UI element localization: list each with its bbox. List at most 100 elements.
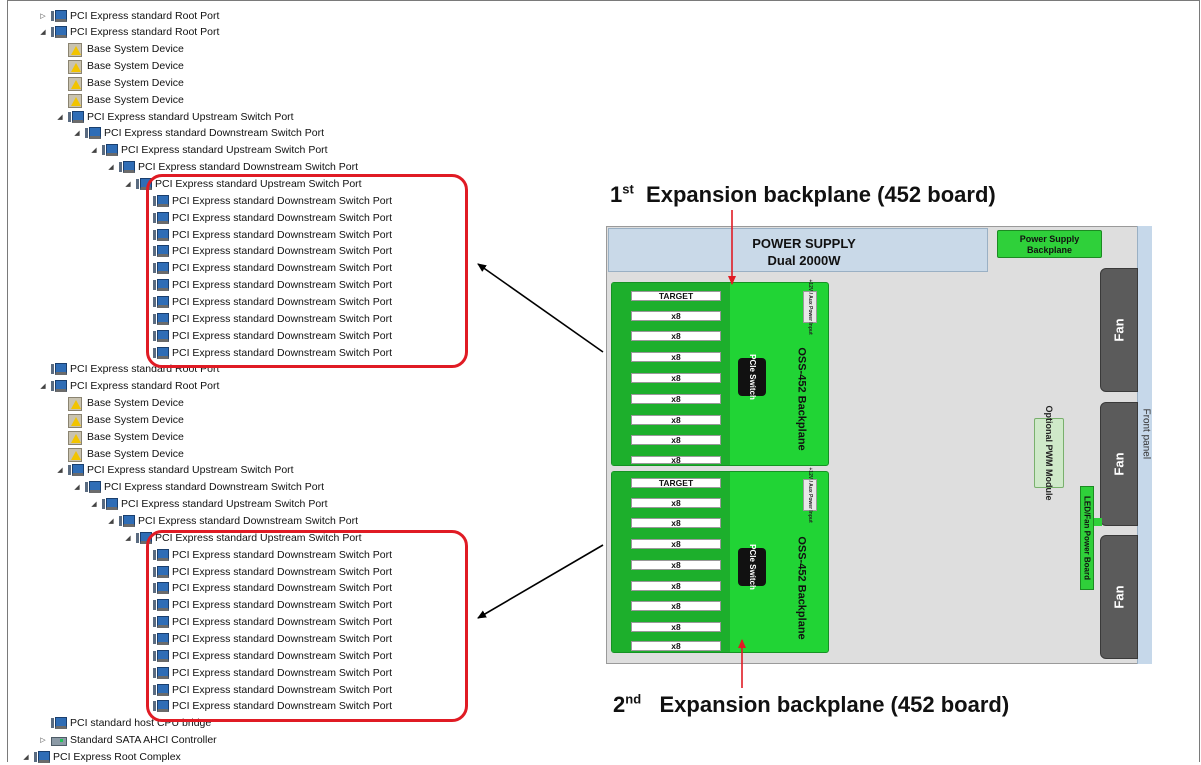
tree-item[interactable]: ◢PCI Express standard Upstream Switch Po… [55, 462, 294, 479]
tree-item[interactable]: PCI Express standard Downstream Switch P… [140, 664, 392, 681]
tree-collapse-icon[interactable]: ◢ [23, 753, 29, 761]
tree-collapse-icon[interactable]: ◢ [57, 113, 63, 121]
tree-collapse-icon[interactable]: ◢ [108, 518, 114, 525]
tree-item-label: Base System Device [87, 43, 184, 56]
window-frame [7, 0, 1200, 762]
tree-item[interactable]: ◢PCI Express standard Downstream Switch … [72, 125, 324, 142]
tree-item[interactable]: ◢ PCI Express standard Downstream Switch … [106, 513, 358, 530]
backplane-2-pcie-switch-label: PCIe Switch [748, 544, 757, 590]
tree-item[interactable]: ◢PCI Express Root Complex [21, 748, 181, 765]
tree-item[interactable]: PCI Express standard Downstream Switch P… [140, 327, 392, 344]
tree-item[interactable]: ▷PCI Express standard Root Port [38, 7, 219, 24]
tree-item[interactable]: ◢PCI Express standard Upstream Switch Po… [89, 142, 328, 159]
pci-device-icon [50, 362, 67, 376]
tree-item-label: PCI Express standard Downstream Switch P… [172, 683, 392, 696]
highlight-box-top [146, 174, 468, 368]
tree-item-label: Base System Device [87, 93, 184, 106]
tree-item[interactable]: PCI Express standard Downstream Switch P… [140, 681, 392, 698]
tree-item[interactable]: PCI Express standard Downstream Switch P… [140, 192, 392, 209]
tree-item[interactable]: PCI Express standard Downstream Switch P… [140, 563, 392, 580]
tree-collapse-icon[interactable]: ◢ [74, 130, 80, 138]
tree-item[interactable]: Base System Device [55, 58, 184, 75]
backplane-2-power-input: +12V / Aux Power Input [803, 467, 817, 523]
heading-first-suffix: st [622, 181, 634, 197]
tree-item[interactable]: Base System Device [55, 91, 184, 108]
backplane-2-slot: x8 [631, 622, 721, 632]
tree-item-label: PCI Express standard Downstream Switch P… [172, 295, 392, 308]
backplane-1-power-input: +12V / Aux Power Input [803, 279, 817, 335]
tree-item[interactable]: PCI Express standard Downstream Switch P… [140, 293, 392, 310]
tree-item[interactable]: PCI Express standard Downstream Switch P… [140, 546, 392, 563]
pci-device-icon [152, 598, 169, 612]
tree-item[interactable]: PCI Express standard Downstream Switch P… [140, 597, 392, 614]
pci-device-icon [67, 110, 84, 124]
pci-device-icon [50, 9, 67, 23]
tree-collapse-icon[interactable]: ◢ [125, 534, 131, 542]
tree-collapse-icon[interactable]: ◢ [91, 501, 97, 509]
highlight-box-bottom [146, 530, 468, 722]
tree-item[interactable]: ◢PCI Express standard Upstream Switch Po… [55, 108, 294, 125]
warning-device-icon [67, 447, 83, 462]
fan-middle-label: Fan [1111, 452, 1127, 476]
fan-top-label: Fan [1111, 318, 1127, 342]
tree-item[interactable]: PCI Express standard Downstream Switch P… [140, 310, 392, 327]
fan-middle: Fan [1100, 402, 1138, 526]
tree-spacer [55, 44, 65, 54]
tree-collapse-icon[interactable]: ◢ [108, 164, 114, 172]
tree-item[interactable]: ◢PCI Express standard Downstream Switch … [72, 479, 324, 496]
tree-item[interactable]: PCI Express standard Downstream Switch P… [140, 209, 392, 226]
tree-item[interactable]: PCI Express standard Downstream Switch P… [140, 580, 392, 597]
tree-item[interactable]: Base System Device [55, 41, 184, 58]
tree-item[interactable]: PCI Express standard Downstream Switch P… [140, 243, 392, 260]
tree-item[interactable]: Base System Device [55, 428, 184, 445]
tree-item-label: PCI Express standard Downstream Switch P… [172, 211, 392, 224]
heading-second-backplane: 2nd Expansion backplane (452 board) [613, 692, 1009, 718]
tree-item[interactable]: Base System Device [55, 74, 184, 91]
tree-item-label: Standard SATA AHCI Controller [70, 734, 217, 747]
tree-item[interactable]: PCI Express standard Downstream Switch P… [140, 226, 392, 243]
tree-item[interactable]: Base System Device [55, 445, 184, 462]
heading-second-suffix: nd [625, 691, 642, 707]
tree-item-label: PCI Express standard Downstream Switch P… [172, 194, 392, 207]
pci-device-icon [33, 750, 50, 764]
tree-item-label: PCI Express standard Downstream Switch P… [172, 312, 392, 325]
tree-item[interactable]: ◢ PCI Express standard Downstream Switch … [106, 159, 358, 176]
pci-device-icon [50, 379, 67, 393]
pci-device-icon [152, 312, 169, 326]
warning-device-icon [67, 413, 83, 428]
tree-collapse-icon[interactable]: ◢ [74, 484, 80, 492]
tree-item[interactable]: PCI Express standard Downstream Switch P… [140, 630, 392, 647]
pci-device-icon [118, 514, 135, 528]
tree-expand-icon[interactable]: ▷ [40, 12, 46, 20]
tree-collapse-icon[interactable]: ◢ [91, 147, 97, 155]
tree-item[interactable]: PCI Express standard Downstream Switch P… [140, 614, 392, 631]
tree-item-label: PCI Express standard Upstream Switch Por… [155, 531, 362, 544]
tree-item[interactable]: ▷ Standard SATA AHCI Controller [38, 732, 217, 749]
tree-item-label: PCI Express standard Downstream Switch P… [172, 565, 392, 578]
backplane-2-slot: x8 [631, 539, 721, 549]
tree-item[interactable]: PCI Express standard Downstream Switch P… [140, 647, 392, 664]
tree-item-label: PCI Express standard Downstream Switch P… [138, 161, 358, 174]
tree-item-label: PCI Express standard Downstream Switch P… [172, 346, 392, 359]
tree-item-label: PCI Express standard Downstream Switch P… [138, 515, 358, 527]
tree-item-label: PCI Express standard Downstream Switch P… [172, 245, 392, 258]
backplane-1-slot: x8 [631, 331, 721, 341]
tree-collapse-icon[interactable]: ◢ [40, 383, 46, 391]
tree-collapse-icon[interactable]: ◢ [40, 29, 46, 37]
tree-item[interactable]: Base System Device [55, 395, 184, 412]
tree-item[interactable]: ◢PCI Express standard Root Port [38, 378, 219, 395]
pci-device-icon [50, 25, 67, 39]
tree-item[interactable]: PCI Express standard Downstream Switch P… [140, 260, 392, 277]
tree-item[interactable]: PCI Express standard Downstream Switch P… [140, 277, 392, 294]
tree-item[interactable]: ◢PCI Express standard Root Port [38, 24, 219, 41]
tree-item[interactable]: ◢PCI Express standard Upstream Switch Po… [89, 496, 328, 513]
pci-device-icon [101, 497, 118, 511]
front-panel-label: Front panel [1140, 408, 1152, 460]
tree-expand-icon[interactable]: ▷ [40, 737, 46, 745]
tree-collapse-icon[interactable]: ◢ [57, 467, 63, 475]
backplane-1-slot: x8 [631, 373, 721, 383]
tree-collapse-icon[interactable]: ◢ [125, 181, 131, 188]
backplane-1-power-input-label: +12V / Aux Power Input [807, 279, 813, 335]
tree-item[interactable]: Base System Device [55, 411, 184, 428]
tree-item-label: Base System Device [87, 430, 184, 443]
